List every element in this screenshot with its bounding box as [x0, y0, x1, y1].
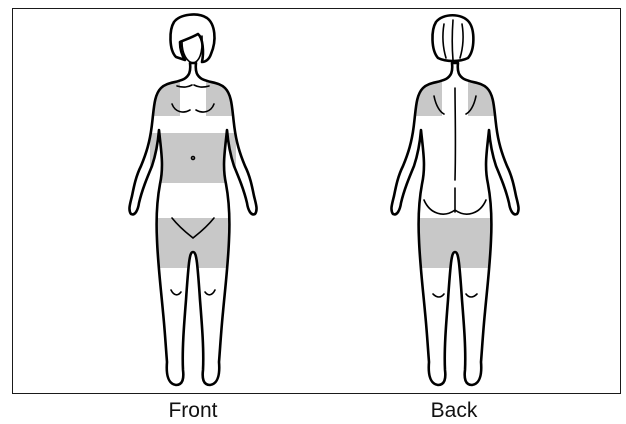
back-buttocks: [424, 188, 486, 214]
front-hair: [170, 15, 214, 62]
back-figure: [391, 15, 518, 385]
back-hair-strands: [443, 20, 463, 60]
front-thighs-highlight: [150, 218, 236, 268]
front-figure: [129, 15, 256, 385]
front-collarbone: [177, 85, 209, 87]
back-knee-left: [433, 294, 444, 297]
front-knee-left: [171, 290, 181, 295]
back-caption: Back: [394, 398, 514, 424]
back-thighs-highlight: [412, 218, 498, 268]
front-caption: Front: [133, 398, 253, 424]
front-knee-right: [205, 290, 215, 295]
back-knee-right: [466, 294, 477, 297]
